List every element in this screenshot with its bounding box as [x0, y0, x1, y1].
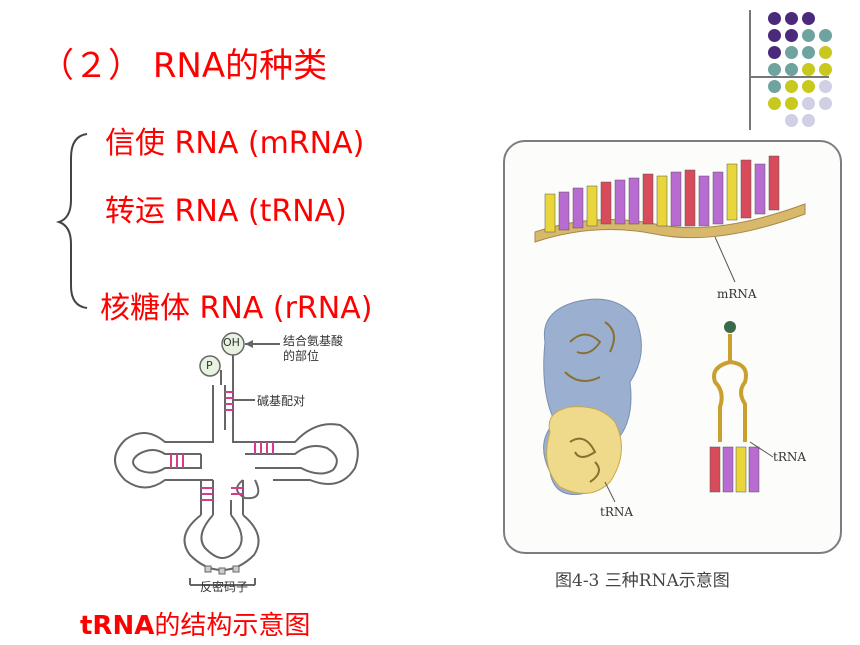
decorative-dot-grid [749, 10, 860, 135]
mrna-label: mRNA [717, 287, 757, 301]
amino-acid-site-label-line2: 的部位 [283, 349, 320, 363]
trna-structure-diagram: OH P 结合氨基酸 的部位 碱基配对 反密码子 [105, 330, 465, 595]
oh-circle [221, 332, 245, 356]
section-number: （２） [40, 46, 142, 86]
curly-brace-icon [55, 133, 88, 309]
anticodon-label: 反密码子 [200, 580, 249, 594]
trna-label-left: tRNA [600, 505, 634, 519]
p-label: P [206, 359, 213, 372]
trna-cloverleaf-svg [114, 332, 359, 586]
caption-trna-bold: tRNA [80, 611, 155, 641]
p-circle [199, 355, 221, 377]
section-title: （２） RNA的种类 [40, 38, 327, 87]
caption-trna-rest: 的结构示意图 [154, 611, 311, 641]
three-rna-figure-frame: mRNA tRNA tRNA [503, 140, 842, 554]
trna-structure-caption: tRNA的结构示意图 [80, 605, 310, 642]
rna-type-trna: 转运 RNA (tRNA) [105, 194, 347, 229]
base-pairing-label: 碱基配对 [257, 394, 306, 408]
rna-type-rrna: 核糖体 RNA (rRNA) [100, 291, 373, 326]
divider-horizontal-line [749, 76, 829, 78]
amino-acid-site-label-line1: 结合氨基酸 [283, 334, 344, 348]
divider-vertical-line [749, 10, 751, 130]
rna-type-mrna: 信使 RNA (mRNA) [105, 126, 365, 161]
oh-label: OH [223, 336, 240, 349]
three-rna-illustration [534, 155, 806, 503]
three-rna-figure-caption: 图4-3 三种RNA示意图 [555, 571, 730, 591]
trna-label-right: tRNA [773, 450, 807, 464]
section-heading: RNA的种类 [152, 46, 328, 86]
